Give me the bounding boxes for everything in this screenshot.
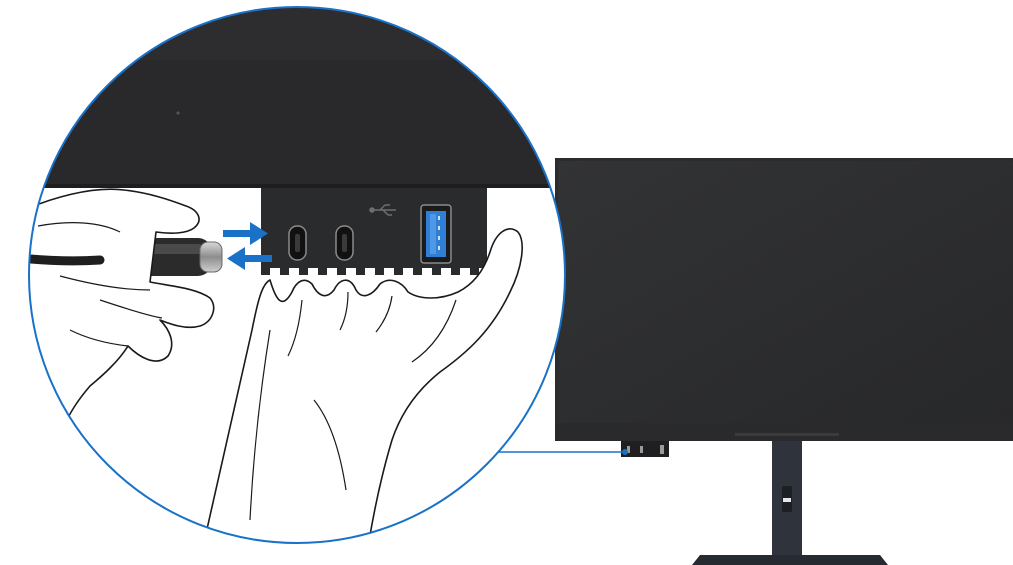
- monitor-stand-base: [692, 555, 888, 565]
- callout-port-hub: [261, 188, 487, 275]
- monitor-port-hub: [621, 441, 669, 457]
- monitor: [555, 158, 1013, 565]
- monitor-chin: [555, 423, 1013, 441]
- monitor-screen: [558, 161, 1013, 423]
- usb-c-port-2[interactable]: [336, 226, 353, 260]
- usb-c-port-1[interactable]: [289, 226, 306, 260]
- usb-a-port[interactable]: [421, 205, 451, 263]
- callout-magnified-view: [20, 0, 580, 560]
